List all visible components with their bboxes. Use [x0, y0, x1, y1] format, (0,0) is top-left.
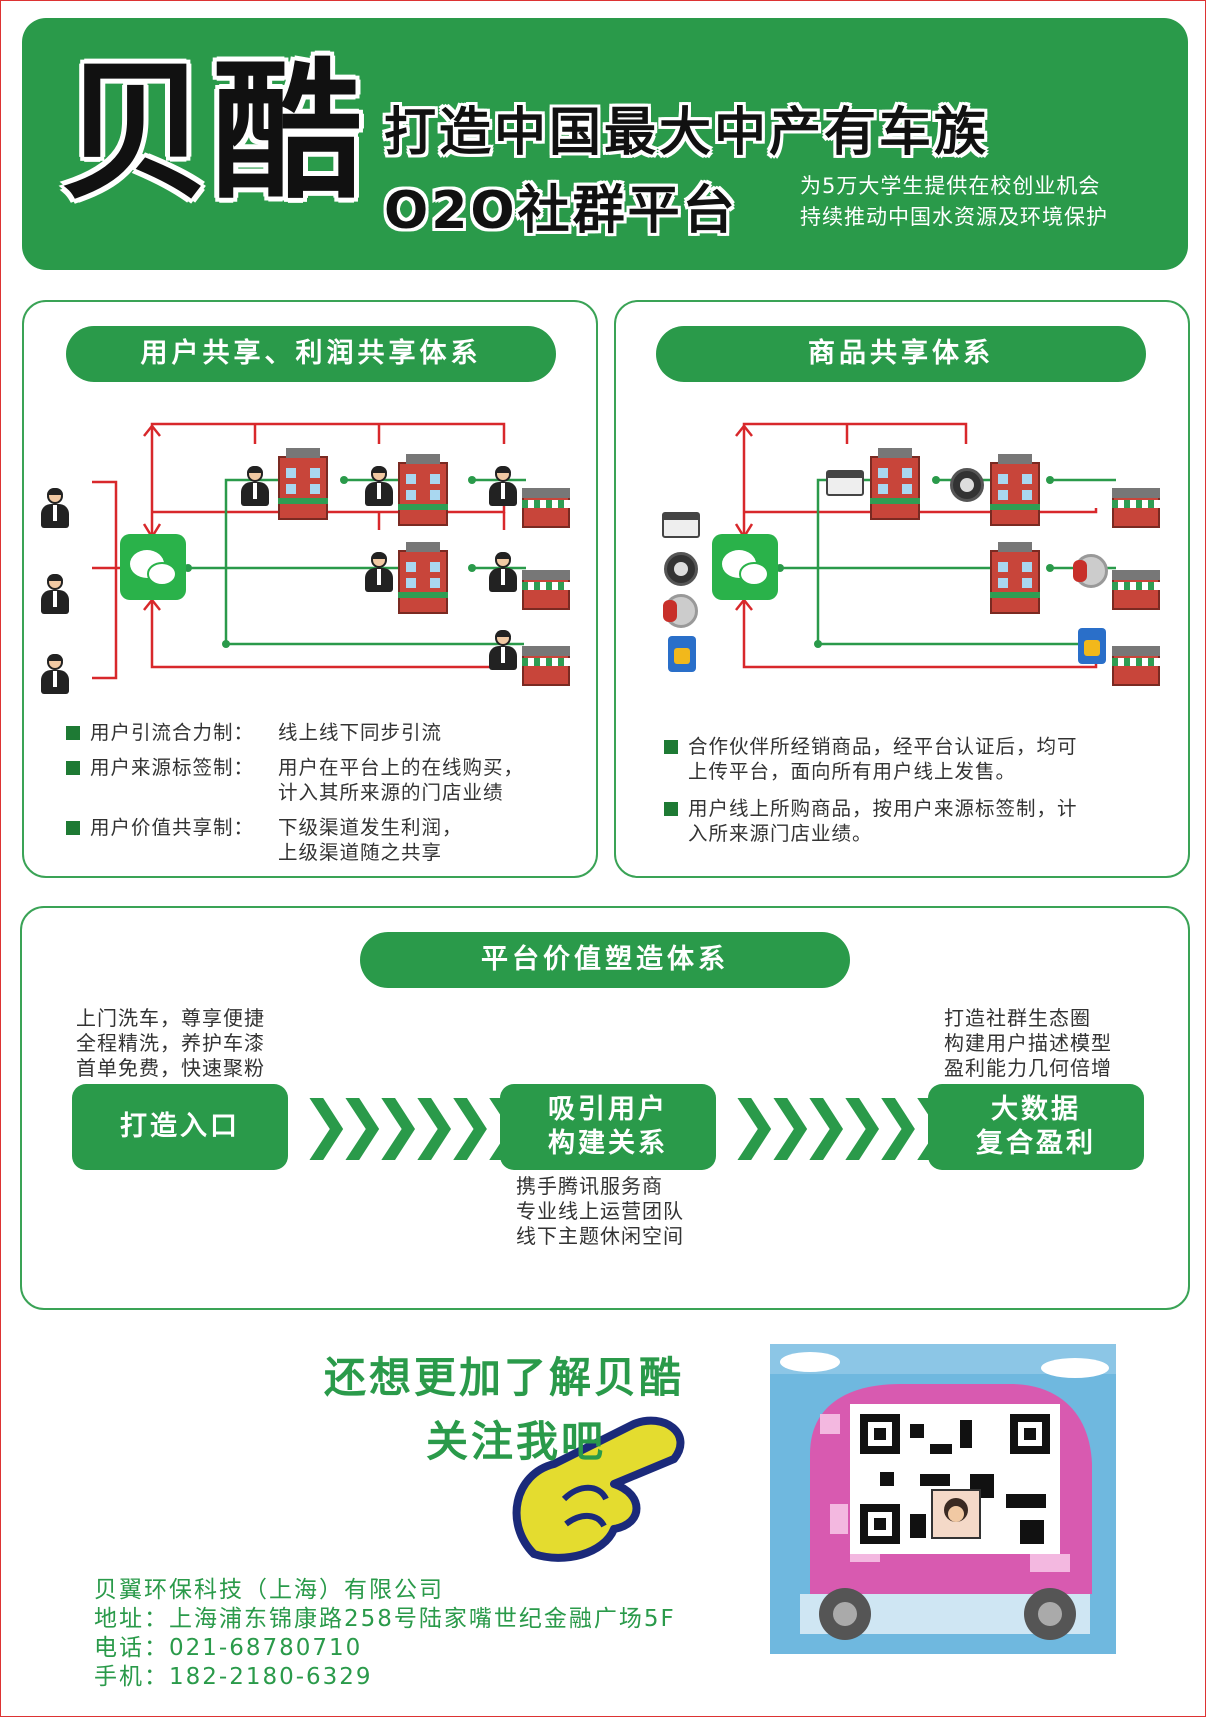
user-icon [488, 630, 518, 672]
product-sharing-diagram [734, 422, 1116, 669]
tire-icon [950, 468, 984, 502]
relationship-notes: 携手腾讯服务商专业线上运营团队线下主题休闲空间 [516, 1174, 684, 1248]
arrow-chevrons: ❯❯❯❯❯❯ [728, 1087, 960, 1160]
bullet-item: 合作伙伴所经销商品，经平台认证后，均可上传平台，面向所有用户线上发售。 [664, 734, 1164, 784]
battery-icon [826, 470, 864, 496]
shop-icon [1112, 488, 1160, 528]
profit-notes: 打造社群生态圈构建用户描述模型盈利能力几何倍增 [944, 1006, 1112, 1080]
cta-follow-us: 关注我吧 [426, 1417, 607, 1466]
store-building-icon [398, 454, 448, 526]
wechat-icon [120, 534, 186, 600]
engine-oil-icon [1078, 628, 1106, 664]
battery-icon [662, 512, 700, 538]
shop-icon [1112, 646, 1160, 686]
user-profit-sharing-panel: 用户共享、利润共享体系 [22, 300, 598, 878]
company-phone: 电话：021-68780710 [94, 1635, 363, 1661]
store-building-icon [398, 542, 448, 614]
company-info: 贝翼环保科技（上海）有限公司 地址：上海浦东锦康路258号陆家嘴世纪金融广场5F… [94, 1576, 676, 1692]
bullet-item: 用户线上所购商品，按用户来源标签制，计入所来源门店业绩。 [664, 796, 1164, 846]
step-build-entry: 打造入口 [72, 1084, 288, 1170]
company-address: 地址：上海浦东锦康路258号陆家嘴世纪金融广场5F [94, 1606, 676, 1632]
brake-disc-icon [663, 594, 698, 628]
shop-icon [522, 570, 570, 610]
tire-icon [664, 552, 698, 586]
platform-value-title: 平台价值塑造体系 [360, 932, 850, 988]
user-icon [240, 466, 270, 508]
subtitle-line-2: 持续推动中国水资源及环境保护 [800, 205, 1108, 229]
user-icon [488, 552, 518, 594]
product-sharing-bullets: 合作伙伴所经销商品，经平台认证后，均可上传平台，面向所有用户线上发售。 用户线上… [664, 734, 1164, 856]
brand-logo-text: 贝酷 [60, 46, 365, 220]
shop-icon [522, 488, 570, 528]
header-banner: 贝酷 打造中国最大中产有车族 O2O社群平台 为5万大学生提供在校创业机会 持续… [22, 18, 1188, 270]
qr-code-car-image [770, 1344, 1116, 1654]
step-big-data-profit: 大数据复合盈利 [928, 1084, 1144, 1170]
wechat-icon [712, 534, 778, 600]
product-sharing-title: 商品共享体系 [656, 326, 1146, 382]
user-icon [40, 654, 70, 696]
user-profit-sharing-title: 用户共享、利润共享体系 [66, 326, 556, 382]
user-icon [364, 552, 394, 594]
shop-icon [1112, 570, 1160, 610]
bullet-item: 用户来源标签制：用户在平台上的在线购买，计入其所来源的门店业绩 [66, 755, 586, 805]
engine-oil-icon [668, 636, 696, 672]
user-icon [40, 488, 70, 530]
bullet-item: 用户价值共享制：下级渠道发生利润，上级渠道随之共享 [66, 815, 586, 865]
product-sharing-panel: 商品共享体系 [614, 300, 1190, 878]
user-icon [488, 466, 518, 508]
user-icon [40, 574, 70, 616]
store-building-icon [278, 448, 328, 520]
shop-icon [522, 646, 570, 686]
user-icon [364, 466, 394, 508]
step-attract-users: 吸引用户构建关系 [500, 1084, 716, 1170]
platform-value-panel: 平台价值塑造体系 上门洗车，尊享便捷全程精洗，养护车漆首单免费，快速聚粉 打造社… [20, 906, 1190, 1310]
store-building-icon [870, 448, 920, 520]
company-name: 贝翼环保科技（上海）有限公司 [94, 1577, 444, 1603]
company-mobile: 手机：182-2180-6329 [94, 1664, 373, 1690]
entry-notes: 上门洗车，尊享便捷全程精洗，养护车漆首单免费，快速聚粉 [76, 1006, 265, 1080]
arrow-chevrons: ❯❯❯❯❯❯ [300, 1087, 532, 1160]
store-building-icon [990, 542, 1040, 614]
user-sharing-bullets: 用户引流合力制：线上线下同步引流 用户来源标签制：用户在平台上的在线购买，计入其… [66, 720, 586, 875]
brake-disc-icon [1073, 554, 1108, 588]
slogan-line-2: O2O社群平台 [384, 181, 738, 241]
slogan-line-1: 打造中国最大中产有车族 [384, 103, 990, 163]
store-building-icon [990, 454, 1040, 526]
subtitle-line-1: 为5万大学生提供在校创业机会 [800, 174, 1101, 198]
bullet-item: 用户引流合力制：线上线下同步引流 [66, 720, 586, 745]
cta-learn-more: 还想更加了解贝酷 [324, 1353, 685, 1402]
pointing-hand-icon [512, 1416, 685, 1562]
